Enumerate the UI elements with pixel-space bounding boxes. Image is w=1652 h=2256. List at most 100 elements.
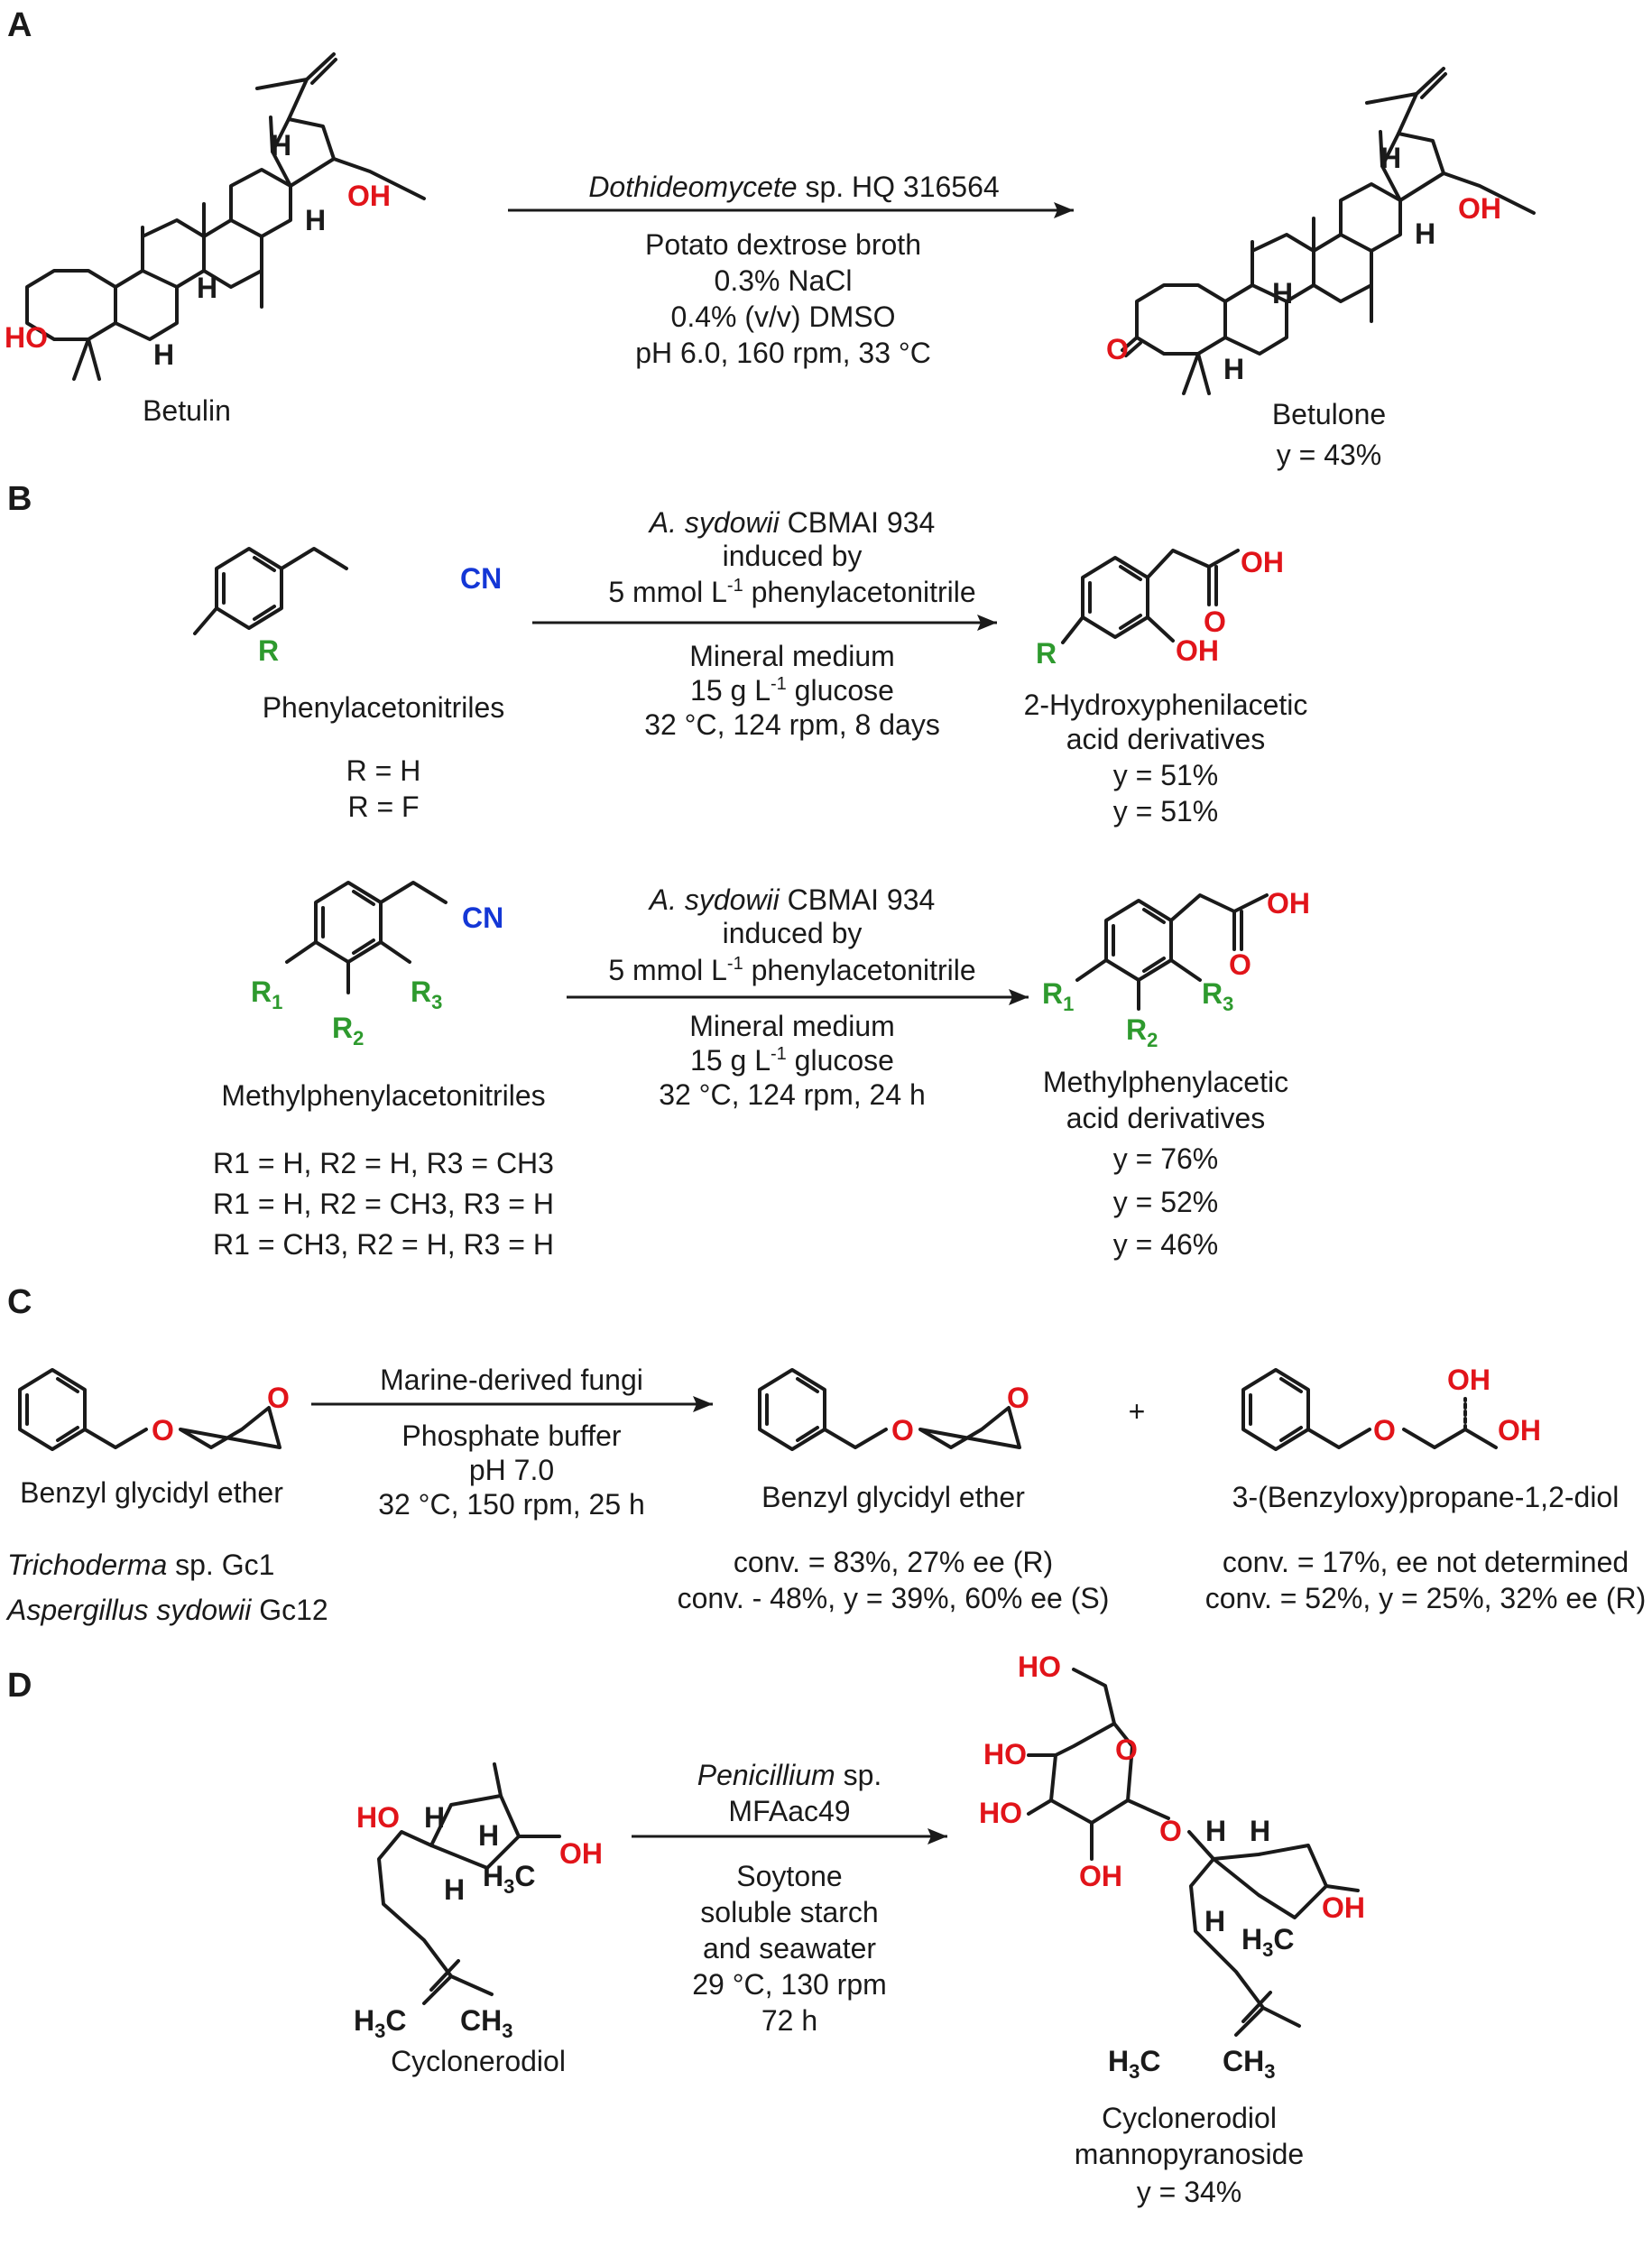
panel-label-d: D — [7, 1667, 32, 1705]
product-d-h-label: H — [1250, 1815, 1270, 1847]
cyclonerodiol-methyl-label: H3C — [483, 1860, 535, 1898]
arrow-head — [928, 1828, 947, 1845]
results-c1-line: conv. = 83%, 27% ee (R) — [734, 1546, 1053, 1578]
epoxide-o-label: O — [1007, 1382, 1029, 1414]
betulone-h-label: H — [1415, 217, 1435, 250]
product-b2-name: acid derivatives — [1066, 1102, 1266, 1134]
cyclonerodiol-h-label: H — [444, 1873, 465, 1906]
product-b1-yield: y = 51% — [1113, 795, 1219, 828]
ether-o-label: O — [891, 1414, 914, 1447]
sugar-ho-label: HO — [983, 1738, 1027, 1771]
panel-b: B CN R Phenylacetonitriles R = H R = F A… — [7, 480, 1310, 1261]
conditions-c-line: 32 °C, 150 rpm, 25 h — [378, 1488, 645, 1521]
betulone-h-label: H — [1223, 353, 1244, 385]
betulone-h-label: H — [1272, 277, 1293, 310]
product-c2-name: 3-(Benzyloxy)propane-1,2-diol — [1232, 1481, 1620, 1513]
methylphenylacetonitriles-name: Methylphenylacetonitriles — [221, 1079, 545, 1112]
conditions-d-line: soluble starch — [700, 1896, 878, 1928]
conditions-a-line: pH 6.0, 160 rpm, 33 °C — [635, 337, 931, 369]
product-c1-name: Benzyl glycidyl ether — [761, 1481, 1025, 1513]
conditions-a-organism: Dothideomycete sp. HQ 316564 — [588, 171, 999, 203]
betulin-structure — [25, 52, 426, 381]
product-b1-name: acid derivatives — [1066, 723, 1266, 755]
cyclonerodiol-methyl-label: H3C — [354, 2004, 406, 2042]
conditions-d-line: Soytone — [736, 1860, 842, 1892]
acid-carbonyl-o-label: O — [1229, 948, 1251, 981]
phenylacetonitriles-name: Phenylacetonitriles — [263, 691, 505, 724]
sugar-oh-label: OH — [1079, 1860, 1122, 1892]
conditions-a-line: 0.4% (v/v) DMSO — [671, 300, 896, 333]
conditions-b2-line: 15 g L-1 glucose — [690, 1044, 894, 1077]
substituent-r2-label: R2 — [332, 1012, 364, 1049]
diol-oh-label: OH — [1447, 1364, 1490, 1396]
results-c2-line: conv. = 17%, ee not determined — [1223, 1546, 1629, 1578]
epoxide-o-label: O — [267, 1382, 290, 1414]
conditions-a-line: Potato dextrose broth — [645, 228, 921, 261]
substituent-r-label: R — [1036, 637, 1057, 670]
conditions-d-line: 29 °C, 130 rpm — [692, 1968, 887, 2001]
conditions-b1-line: 32 °C, 124 rpm, 8 days — [644, 708, 940, 741]
results-c2-line: conv. = 52%, y = 25%, 32% ee (R) — [1205, 1582, 1647, 1614]
betulone-oh-label: OH — [1458, 192, 1501, 225]
betulin-h-label: H — [197, 272, 217, 304]
substituent-r1-label: R1 — [1042, 977, 1074, 1015]
conditions-b1-line: Mineral medium — [689, 640, 895, 672]
acid-oh-label: OH — [1241, 546, 1284, 578]
cyclonerodiol-structure — [377, 1762, 561, 2005]
conditions-d-line: and seawater — [703, 1932, 876, 1965]
results-c1-line: conv. - 48%, y = 39%, 60% ee (S) — [678, 1582, 1110, 1614]
cyclonerodiol-methyl-label: CH3 — [460, 2004, 512, 2042]
conditions-b2-line: Mineral medium — [689, 1010, 895, 1042]
substituent-line: R = F — [347, 791, 419, 823]
conditions-b2-line: A. sydowii CBMAI 934 — [648, 883, 936, 916]
plus-sign: + — [1129, 1395, 1146, 1428]
conditions-a-line: 0.3% NaCl — [715, 264, 853, 297]
betulin-oh-label: OH — [347, 180, 391, 212]
panel-a: A OH HO H H H H Betulin — [5, 6, 1536, 471]
conditions-d-line: 72 h — [761, 2004, 817, 2037]
substituent-line: R1 = CH3, R2 = H, R3 = H — [213, 1228, 554, 1261]
product-b1-name: 2-Hydroxyphenilacetic — [1024, 689, 1308, 721]
arrow-head — [977, 615, 997, 631]
conditions-c-above: Marine-derived fungi — [380, 1364, 643, 1396]
substituent-line: R1 = H, R2 = H, R3 = CH3 — [213, 1147, 554, 1179]
substituent-line: R1 = H, R2 = CH3, R3 = H — [213, 1188, 554, 1220]
glycosidic-o-label: O — [1159, 1815, 1182, 1847]
product-b2-name: Methylphenylacetic — [1043, 1066, 1288, 1098]
betulone-yield: y = 43% — [1277, 439, 1382, 471]
product-b2-yield: y = 76% — [1113, 1142, 1219, 1175]
cyclonerodiol-oh-label: OH — [559, 1837, 603, 1870]
betulin-h-label: H — [305, 204, 326, 236]
product-d-methyl-label: H3C — [1241, 1923, 1294, 1961]
reactant-d-name: Cyclonerodiol — [391, 2045, 566, 2077]
conditions-c-line: Phosphate buffer — [401, 1419, 622, 1452]
product-d-name: Cyclonerodiol — [1102, 2102, 1277, 2134]
acid-carbonyl-o-label: O — [1204, 606, 1226, 638]
arrow-head — [1054, 202, 1074, 218]
betulin-ho-label: HO — [5, 321, 48, 354]
product-d-h-label: H — [1204, 1905, 1225, 1937]
conditions-d-organism: Penicillium sp. — [697, 1759, 882, 1791]
organism-line: Trichoderma sp. Gc1 — [7, 1549, 274, 1581]
diol-oh-label: OH — [1498, 1414, 1541, 1447]
product-b1-yield: y = 51% — [1113, 759, 1219, 791]
hydroxyphenylacetic-acid-structure — [1061, 549, 1240, 644]
product-d-h-label: H — [1205, 1815, 1226, 1847]
conditions-b2-line: induced by — [723, 917, 863, 949]
reactant-c-name: Benzyl glycidyl ether — [20, 1476, 283, 1509]
conditions-d-strain: MFAac49 — [728, 1795, 850, 1827]
panel-c: C O O Benzyl glycidyl ether Marine-deriv… — [5, 1283, 1646, 1626]
conditions-b1-line: 15 g L-1 glucose — [690, 674, 894, 707]
panel-label-b: B — [7, 480, 32, 518]
panel-label-c: C — [7, 1283, 32, 1321]
product-b2-yield: y = 46% — [1113, 1228, 1219, 1261]
phenol-oh-label: OH — [1176, 634, 1219, 667]
substituent-r3-label: R3 — [1202, 977, 1233, 1015]
conditions-c-line: pH 7.0 — [469, 1454, 554, 1486]
sugar-ho-label: HO — [979, 1797, 1022, 1829]
product-d-yield: y = 34% — [1137, 2176, 1242, 2208]
substituent-r3-label: R3 — [411, 975, 442, 1013]
cyclonerodiol-h-label: H — [424, 1801, 445, 1834]
conditions-b2-line: 32 °C, 124 rpm, 24 h — [659, 1078, 926, 1111]
